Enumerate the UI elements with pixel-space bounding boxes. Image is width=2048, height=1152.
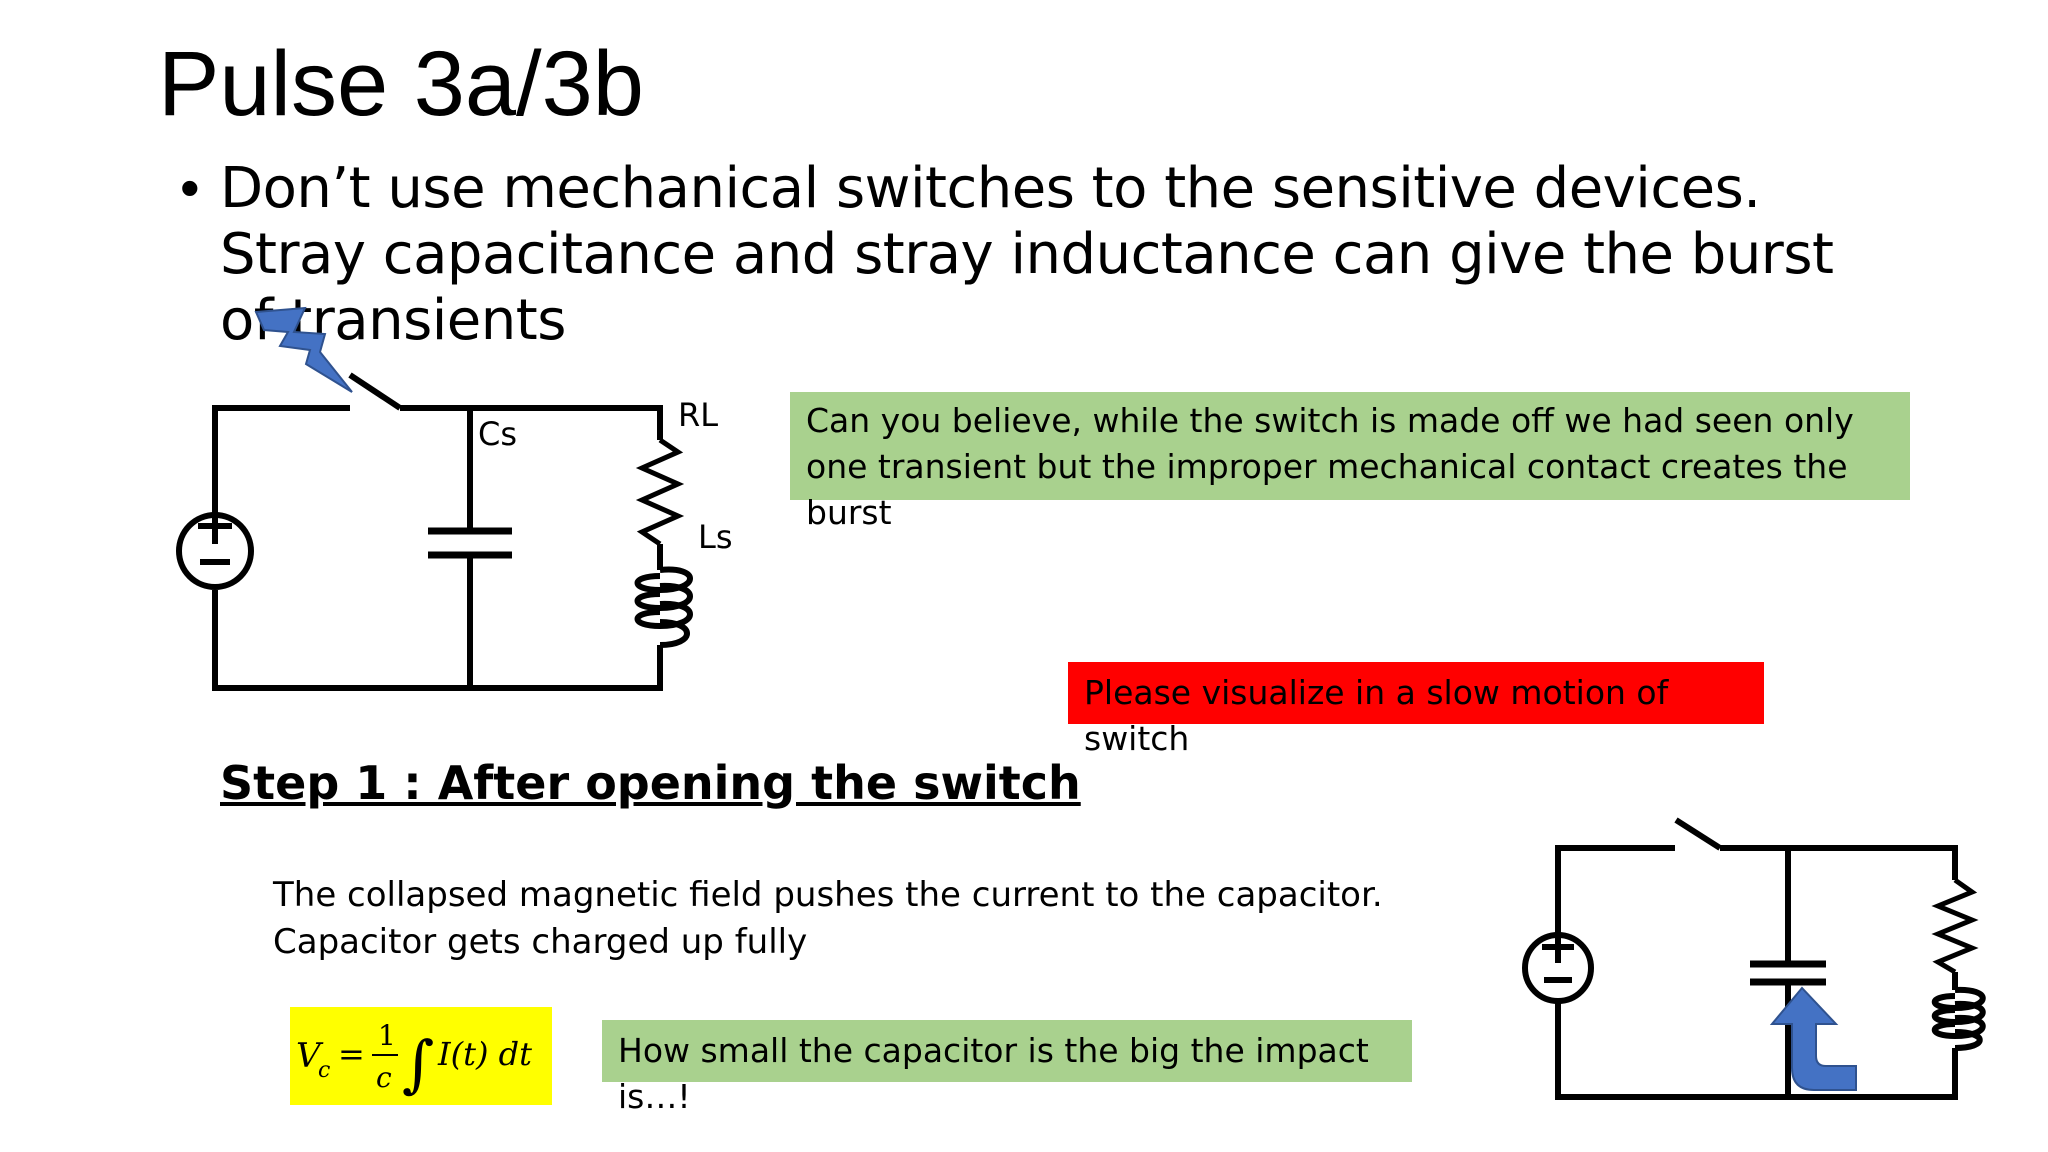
svg-text:∫: ∫ bbox=[402, 1027, 434, 1100]
resistor-icon bbox=[1931, 877, 1979, 975]
formula-sub: c bbox=[318, 1058, 330, 1083]
circuit-diagram-open-switch bbox=[1522, 817, 1986, 1100]
circuit-diagram-full bbox=[176, 306, 693, 691]
slide-title: Pulse 3a/3b bbox=[158, 33, 644, 135]
formula-num: 1 bbox=[378, 1019, 396, 1052]
resistor-icon bbox=[635, 437, 685, 547]
formula-integrand: I(t) dt bbox=[437, 1035, 532, 1073]
note-visualize: Please visualize in a slow motion of swi… bbox=[1068, 662, 1764, 758]
step-heading: Step 1 : After opening the switch bbox=[220, 756, 1081, 810]
formula-eq: = bbox=[338, 1035, 365, 1073]
label-ls: Ls bbox=[698, 518, 733, 556]
inductor-icon bbox=[1932, 972, 1986, 1051]
explanation: The collapsed magnetic field pushes the … bbox=[273, 872, 1383, 966]
dc-voltage-source-icon bbox=[176, 510, 254, 590]
label-rl: RL bbox=[678, 396, 719, 434]
switch-icon bbox=[348, 372, 402, 411]
note-impact: How small the capacitor is the big the i… bbox=[602, 1020, 1412, 1116]
switch-icon bbox=[1674, 817, 1722, 851]
formula-svg: V c = 1 c ∫ I(t) dt bbox=[296, 1019, 532, 1100]
explanation-line-1: The collapsed magnetic field pushes the … bbox=[273, 875, 1383, 915]
explanation-line-2: Capacitor gets charged up fully bbox=[273, 922, 808, 962]
curved-arrow-icon bbox=[1769, 986, 1857, 1091]
capacitor-icon bbox=[428, 527, 512, 559]
formula-lhs: V bbox=[296, 1036, 324, 1076]
dc-voltage-source-icon bbox=[1522, 931, 1594, 1004]
lightning-icon bbox=[254, 306, 353, 393]
note-believe: Can you believe, while the switch is mad… bbox=[790, 392, 1910, 532]
capacitor-icon bbox=[1750, 960, 1826, 986]
inductor-icon bbox=[634, 544, 693, 648]
formula-box: V c = 1 c ∫ I(t) dt bbox=[290, 1007, 552, 1105]
label-cs: Cs bbox=[478, 415, 518, 453]
formula-den: c bbox=[376, 1061, 392, 1094]
bullet-marker: • bbox=[180, 156, 200, 219]
bullet-text: Don’t use mechanical switches to the sen… bbox=[220, 156, 1834, 353]
